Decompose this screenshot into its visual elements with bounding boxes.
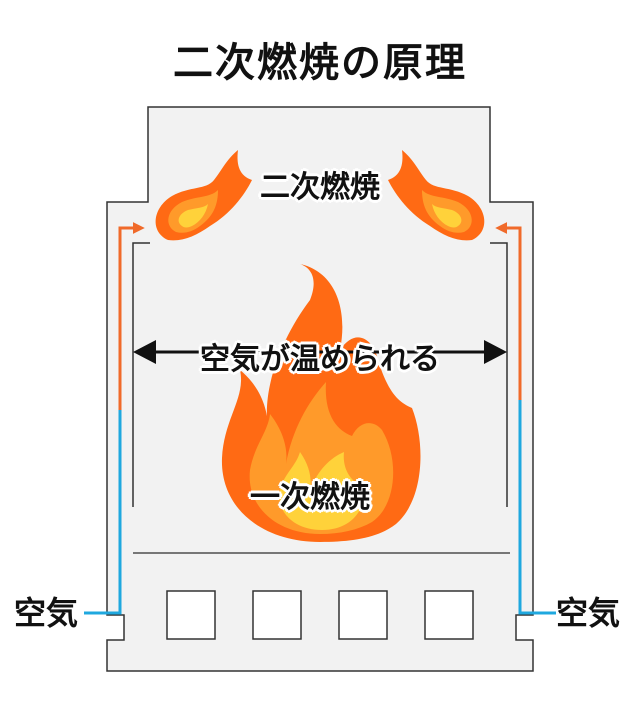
inner-wall-right: [490, 242, 508, 507]
vent: [166, 590, 216, 640]
air-inlet-right-label: 空気: [556, 594, 621, 632]
arrow-right-icon: [484, 340, 507, 364]
inner-wall-left: [132, 242, 150, 507]
air-path-left-hot: [118, 222, 145, 410]
flame-icon: [155, 150, 252, 241]
air-path-right-cold: [518, 400, 556, 615]
vent: [252, 590, 302, 640]
flame-icon: [388, 150, 485, 241]
vent: [424, 590, 474, 640]
air-path-right-hot: [495, 222, 522, 400]
arrow-left-icon: [133, 340, 156, 364]
secondary-combustion-label: 二次燃焼: [260, 170, 380, 205]
flame-icon: [221, 264, 421, 542]
air-inlet-left-label: 空気: [14, 594, 79, 632]
primary-combustion-label: 一次燃焼: [250, 480, 370, 515]
air-warmed-label: 空気が温められる: [200, 342, 440, 377]
vent: [338, 590, 388, 640]
page-title: 二次燃焼の原理: [173, 40, 467, 86]
air-path-left-cold: [84, 410, 122, 615]
